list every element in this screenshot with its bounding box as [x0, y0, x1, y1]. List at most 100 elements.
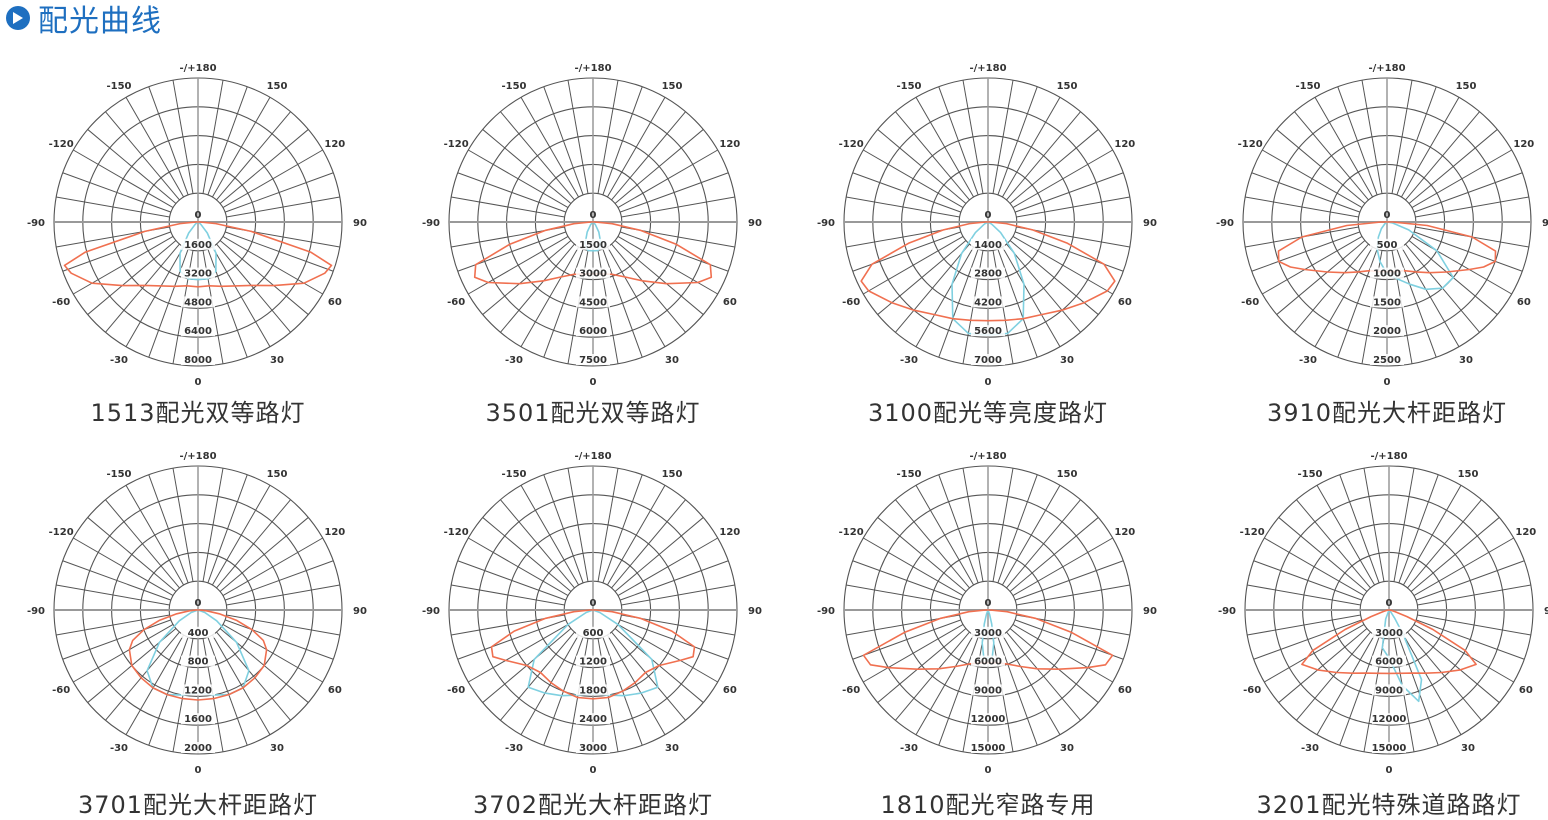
- angle-label: -30: [900, 743, 918, 754]
- grid-spoke: [997, 474, 1038, 584]
- chart-caption: 3702配光大杆距路灯: [472, 791, 714, 819]
- ring-label: 4200: [974, 297, 1002, 308]
- center-label: 0: [590, 598, 597, 609]
- grid-spoke: [852, 560, 962, 601]
- arrow-right-icon: [6, 6, 30, 30]
- grid-spoke: [1402, 634, 1462, 735]
- grid-spoke: [73, 235, 174, 295]
- center-label: 0: [195, 210, 202, 221]
- ring-label-bg: [1372, 626, 1406, 638]
- angle-label: 90: [353, 606, 367, 617]
- grid-spoke: [1314, 97, 1374, 198]
- ring-label-bg: [971, 742, 1005, 753]
- grid-spoke: [1012, 149, 1113, 209]
- angle-label: 90: [353, 218, 367, 229]
- angle-label: -30: [1301, 743, 1319, 754]
- angle-label: -150: [1295, 81, 1320, 92]
- grid-spoke: [915, 634, 975, 735]
- angle-label: 120: [719, 527, 740, 538]
- center-label: 0: [1386, 598, 1393, 609]
- angle-label: -90: [817, 218, 835, 229]
- grid-spoke: [611, 243, 686, 333]
- grid-spoke: [606, 97, 666, 198]
- grid-spoke: [567, 80, 589, 194]
- grid-spoke: [222, 235, 323, 295]
- angle-label: 150: [267, 81, 288, 92]
- grid-spoke: [1408, 129, 1498, 204]
- grid-spoke: [1253, 560, 1363, 601]
- grid-spoke: [73, 537, 174, 597]
- grid-spoke: [1245, 196, 1359, 218]
- angle-label: 0: [195, 377, 202, 388]
- chart-caption: 3501配光双等路灯: [485, 399, 701, 427]
- angle-label: 30: [270, 743, 284, 754]
- ring-label: 5600: [974, 326, 1002, 337]
- grid-spoke: [1016, 196, 1130, 218]
- grid-spoke: [1415, 560, 1525, 601]
- ring-label-bg: [971, 354, 1005, 365]
- angle-label: -120: [49, 527, 74, 538]
- grid-spoke: [1006, 111, 1081, 201]
- grid-spoke: [226, 196, 340, 218]
- grid-spoke: [62, 560, 172, 601]
- grid-spoke: [87, 129, 177, 204]
- grid-spoke: [863, 537, 964, 597]
- angle-label: -60: [52, 297, 70, 308]
- grid-spoke: [1400, 97, 1460, 198]
- angle-label: 30: [1459, 355, 1473, 366]
- ring-label-bg: [181, 296, 215, 308]
- angle-label: 30: [1060, 355, 1074, 366]
- grid-spoke: [1264, 623, 1365, 683]
- grid-spoke: [895, 243, 970, 333]
- ring-label-bg: [1372, 684, 1406, 696]
- grid-spoke: [1009, 129, 1099, 204]
- angle-label: 120: [1513, 139, 1534, 150]
- angle-label: -/+180: [969, 63, 1006, 74]
- angle-label: 150: [1456, 81, 1477, 92]
- ring-label-bg: [181, 742, 215, 753]
- grid-spoke: [1296, 631, 1371, 721]
- ring-label-bg: [576, 713, 610, 725]
- grid-spoke: [895, 631, 970, 721]
- ring-label-bg: [1372, 742, 1406, 753]
- grid-spoke: [451, 584, 565, 606]
- grid-spoke: [222, 623, 323, 683]
- grid-spoke: [1278, 517, 1368, 592]
- grid-spoke: [617, 537, 718, 597]
- angle-label: -/+180: [179, 63, 216, 74]
- angle-label: 90: [748, 218, 762, 229]
- angle-label: -150: [106, 81, 131, 92]
- grid-spoke: [1396, 86, 1437, 196]
- grid-spoke: [56, 614, 170, 636]
- grid-spoke: [1253, 619, 1363, 660]
- grid-spoke: [1006, 243, 1081, 333]
- center-label: 0: [985, 210, 992, 221]
- grid-spoke: [1407, 499, 1482, 589]
- grid-spoke: [611, 499, 686, 589]
- grid-spoke: [543, 248, 584, 358]
- angle-label: -60: [842, 685, 860, 696]
- grid-spoke: [1415, 619, 1525, 660]
- angle-label: -120: [839, 527, 864, 538]
- grid-spoke: [1009, 628, 1099, 703]
- grid-spoke: [1396, 248, 1437, 358]
- grid-spoke: [520, 246, 580, 347]
- angle-label: 30: [270, 355, 284, 366]
- ring-label: 2000: [184, 743, 212, 754]
- ring-label: 2500: [1373, 355, 1401, 366]
- grid-spoke: [1001, 634, 1061, 735]
- grid-spoke: [962, 468, 984, 582]
- series-c0-c180: [860, 221, 1116, 322]
- grid-spoke: [87, 240, 177, 315]
- grid-spoke: [1316, 634, 1376, 735]
- grid-spoke: [1400, 246, 1460, 347]
- grid-spoke: [482, 240, 572, 315]
- grid-spoke: [62, 231, 172, 272]
- grid-spoke: [1413, 537, 1514, 597]
- ring-label: 3000: [974, 628, 1002, 639]
- grid-spoke: [895, 111, 970, 201]
